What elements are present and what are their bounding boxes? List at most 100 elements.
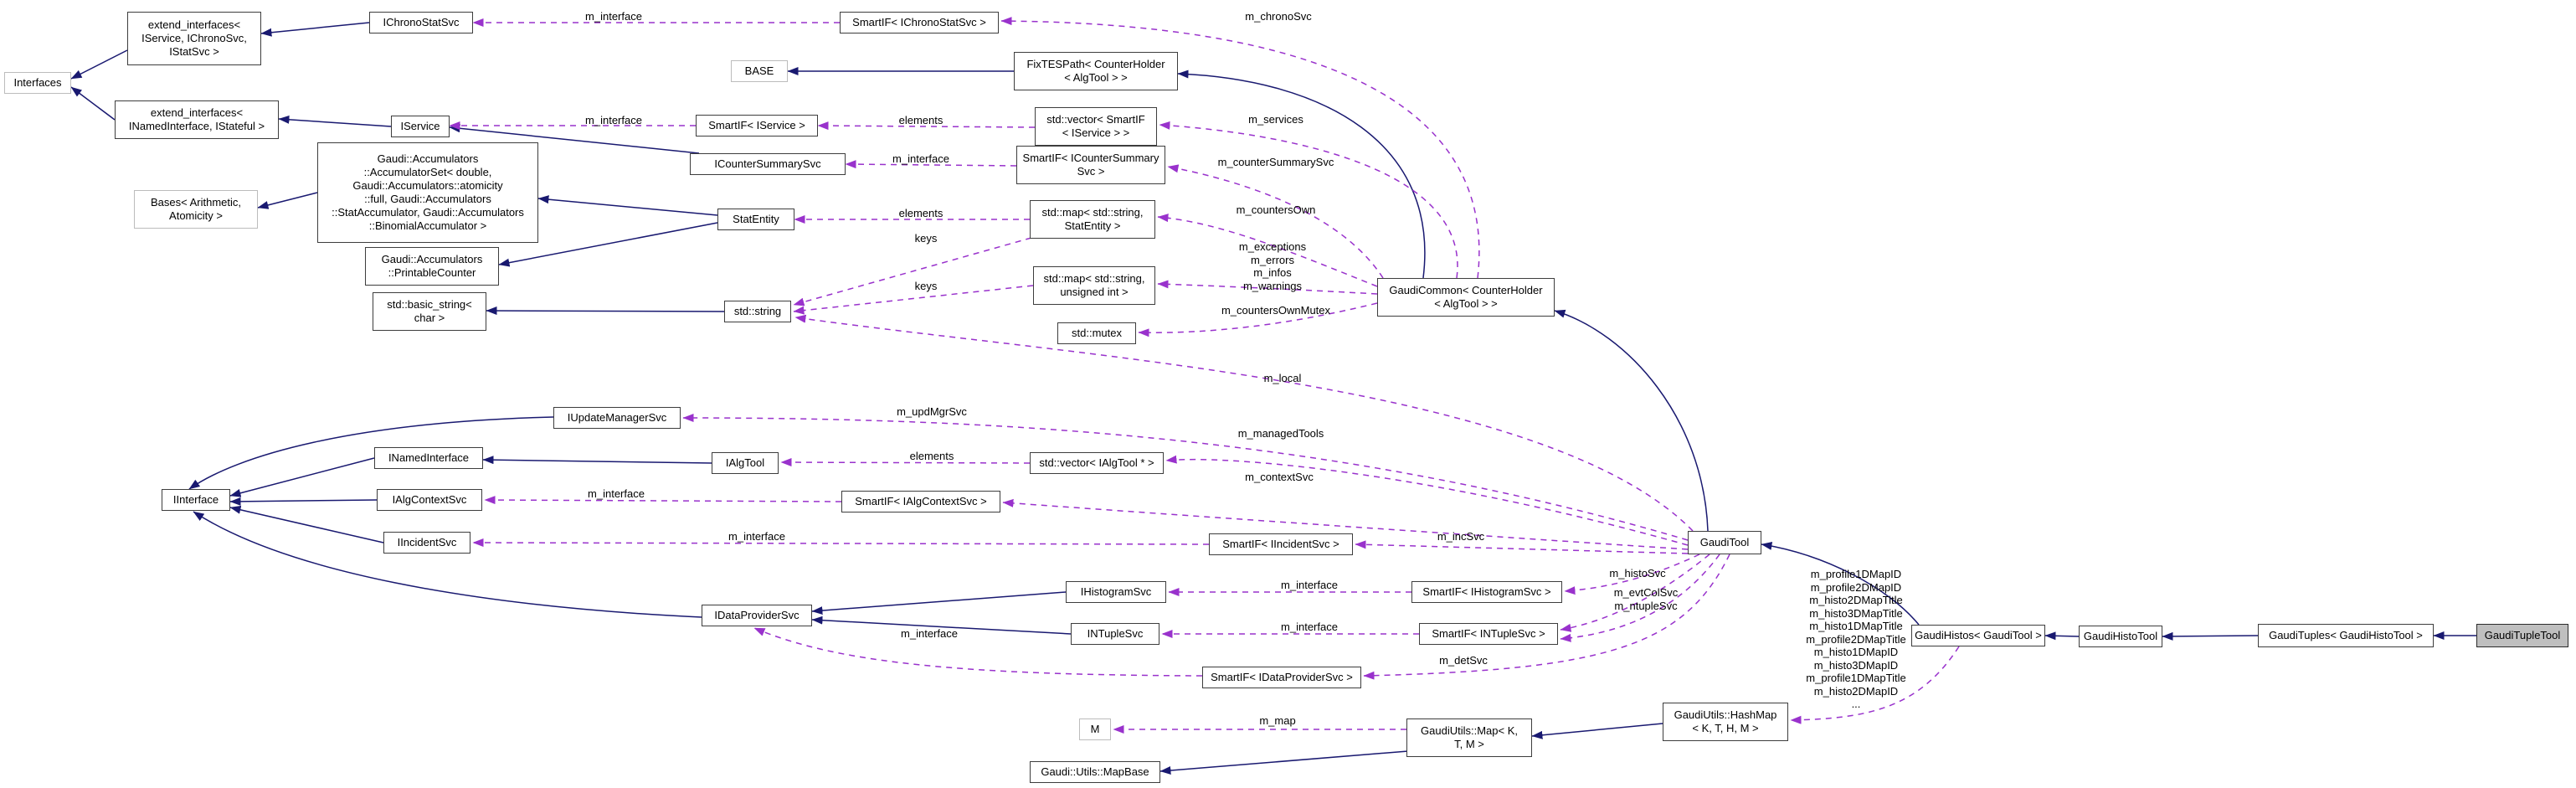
node-gauditool[interactable]: GaudiTool xyxy=(1688,531,1761,554)
edge-label-line: m_local xyxy=(1263,372,1302,384)
node-label: Gaudi::Utils::MapBase xyxy=(1041,765,1149,778)
inheritance-edge xyxy=(537,195,718,216)
node-label: IService, IChronoSvc, xyxy=(141,32,247,44)
node-map-statentity[interactable]: std::map< std::string,StatEntity > xyxy=(1030,200,1155,239)
node-label: IInterface xyxy=(172,493,219,506)
usage-edge xyxy=(1159,121,1458,279)
node-std-string[interactable]: std::string xyxy=(724,301,791,322)
usage-edge xyxy=(484,496,842,505)
node-label: char > xyxy=(414,312,445,324)
usage-edge xyxy=(753,627,1203,677)
edge-label-line: elements xyxy=(909,450,954,462)
node-label: GaudiTool xyxy=(1699,536,1750,549)
usage-edge xyxy=(1002,498,1689,550)
node-label: INTupleSvc xyxy=(1087,627,1144,640)
inheritance-edge xyxy=(188,416,554,490)
node-label: IAlgTool xyxy=(725,456,765,469)
node-gaudihistotool[interactable]: GaudiHistoTool xyxy=(2079,626,2162,647)
node-intuplesvc[interactable]: INTupleSvc xyxy=(1071,623,1159,645)
edge-label-line: m_profile2DMapID xyxy=(1810,580,1902,594)
node-label: SmartIF< INTupleSvc > xyxy=(1432,627,1545,640)
edge-label: m_countersOwnMutex xyxy=(1221,304,1330,317)
inheritance-edge xyxy=(70,49,128,80)
node-std-mutex[interactable]: std::mutex xyxy=(1057,322,1136,344)
node-smartif-ialgcontextsvc[interactable]: SmartIF< IAlgContextSvc > xyxy=(841,491,1000,512)
node-extend-interfaces-iservice[interactable]: extend_interfaces<IService, IChronoSvc,I… xyxy=(127,12,261,65)
node-label: SmartIF< ICounterSummary xyxy=(1022,152,1159,164)
node-label: GaudiTuples< GaudiHistoTool > xyxy=(2269,629,2423,641)
node-iinterface[interactable]: IInterface xyxy=(162,489,230,511)
node-label: std::basic_string< xyxy=(387,298,472,311)
edge-label-line: m_histo1DMapID xyxy=(1813,646,1899,658)
edge-label-line: m_interface xyxy=(728,530,785,543)
node-smartif-iservice[interactable]: SmartIF< IService > xyxy=(696,115,818,136)
node-label: ::PrintableCounter xyxy=(388,266,476,279)
node-label: Bases< Arithmetic, xyxy=(150,196,242,209)
node-std-basic-string[interactable]: std::basic_string<char > xyxy=(373,292,486,331)
node-vector-smartif-iservice[interactable]: std::vector< SmartIF< IService > > xyxy=(1035,107,1157,146)
node-vector-ialgtool[interactable]: std::vector< IAlgTool * > xyxy=(1030,452,1164,474)
node-iincidentsvc[interactable]: IIncidentSvc xyxy=(383,532,470,554)
edge-label-line: m_services xyxy=(1248,113,1303,126)
node-gaudicommon[interactable]: GaudiCommon< CounterHolder< AlgTool > > xyxy=(1377,278,1555,317)
node-base: BASE xyxy=(731,60,788,82)
edge-label-line: m_interface xyxy=(585,114,642,126)
node-smartif-ihistogramsvc[interactable]: SmartIF< IHistogramSvc > xyxy=(1411,581,1562,603)
node-inamedinterface[interactable]: INamedInterface xyxy=(374,447,483,469)
edge-label-line: m_interface xyxy=(588,487,645,500)
node-gaudituples[interactable]: GaudiTuples< GaudiHistoTool > xyxy=(2258,624,2434,647)
node-label: ::StatAccumulator, Gaudi::Accumulators xyxy=(332,206,524,219)
node-ialgcontextsvc[interactable]: IAlgContextSvc xyxy=(377,489,482,511)
node-ichronostatsvc[interactable]: IChronoStatSvc xyxy=(369,12,473,33)
edge-label: m_managedTools xyxy=(1238,427,1324,440)
node-iservice[interactable]: IService xyxy=(391,116,450,137)
node-label: std::map< std::string, xyxy=(1043,272,1145,285)
usage-edge xyxy=(794,314,1694,532)
edge-label-line: m_histo3DMapID xyxy=(1813,658,1899,672)
node-fixtespath[interactable]: FixTESPath< CounterHolder< AlgTool > > xyxy=(1014,52,1178,90)
node-statentity[interactable]: StatEntity xyxy=(717,209,794,230)
edge-label: m_interface xyxy=(892,152,949,166)
edge-label: m_updMgrSvc xyxy=(897,405,967,419)
edge-label: m_interface xyxy=(585,10,642,23)
node-smartif-iincidentsvc[interactable]: SmartIF< IIncidentSvc > xyxy=(1209,533,1353,555)
node-label: std::string xyxy=(733,305,782,317)
edge-label-line: m_countersOwnMutex xyxy=(1221,304,1331,317)
node-label: GaudiUtils::HashMap xyxy=(1674,708,1777,721)
node-smartif-idataprovidersvc[interactable]: SmartIF< IDataProviderSvc > xyxy=(1202,667,1361,688)
node-label: SmartIF< IChronoStatSvc > xyxy=(852,16,986,28)
node-smartif-intuplesvc[interactable]: SmartIF< INTupleSvc > xyxy=(1419,623,1558,645)
node-ialgtool[interactable]: IAlgTool xyxy=(712,452,779,474)
node-printable-counter[interactable]: Gaudi::Accumulators::PrintableCounter xyxy=(365,247,499,286)
node-gaudiutils-hashmap[interactable]: GaudiUtils::HashMap< K, T, H, M > xyxy=(1663,703,1788,741)
usage-edge xyxy=(1560,554,1720,642)
node-gaudi-utils-mapbase[interactable]: Gaudi::Utils::MapBase xyxy=(1030,761,1160,783)
edge-label: m_counterSummarySvc xyxy=(1218,156,1334,169)
node-smartif-ichronostatsvc[interactable]: SmartIF< IChronoStatSvc > xyxy=(840,12,999,33)
edge-label: m_interface xyxy=(588,487,645,501)
inheritance-edge xyxy=(498,222,718,267)
node-label: extend_interfaces< xyxy=(150,106,244,119)
edge-label-line: m_interface xyxy=(1281,621,1338,633)
node-icountersummarysvc[interactable]: ICounterSummarySvc xyxy=(690,153,846,175)
node-gaudihistos[interactable]: GaudiHistos< GaudiTool > xyxy=(1911,625,2045,646)
edge-label: elements xyxy=(899,207,944,220)
node-extend-interfaces-inamed[interactable]: extend_interfaces<INamedInterface, IStat… xyxy=(115,100,279,139)
node-interfaces: Interfaces xyxy=(4,72,71,94)
node-gaudiutils-map[interactable]: GaudiUtils::Map< K,T, M > xyxy=(1406,718,1532,757)
node-idataprovidersvc[interactable]: IDataProviderSvc xyxy=(702,605,812,626)
node-iupdatemanagersvc[interactable]: IUpdateManagerSvc xyxy=(553,407,681,429)
node-ihistogramsvc[interactable]: IHistogramSvc xyxy=(1066,581,1166,603)
inheritance-edge xyxy=(1554,309,1709,532)
node-label: IDataProviderSvc xyxy=(714,609,800,621)
node-accumulator-set[interactable]: Gaudi::Accumulators::AccumulatorSet< dou… xyxy=(317,142,538,243)
edge-label-line: m_profile2DMapTitle xyxy=(1806,632,1906,646)
node-label: Gaudi::Accumulators::atomicity xyxy=(352,179,503,192)
edge-label-line: elements xyxy=(898,114,944,126)
node-map-unsigned-int[interactable]: std::map< std::string,unsigned int > xyxy=(1033,266,1155,305)
